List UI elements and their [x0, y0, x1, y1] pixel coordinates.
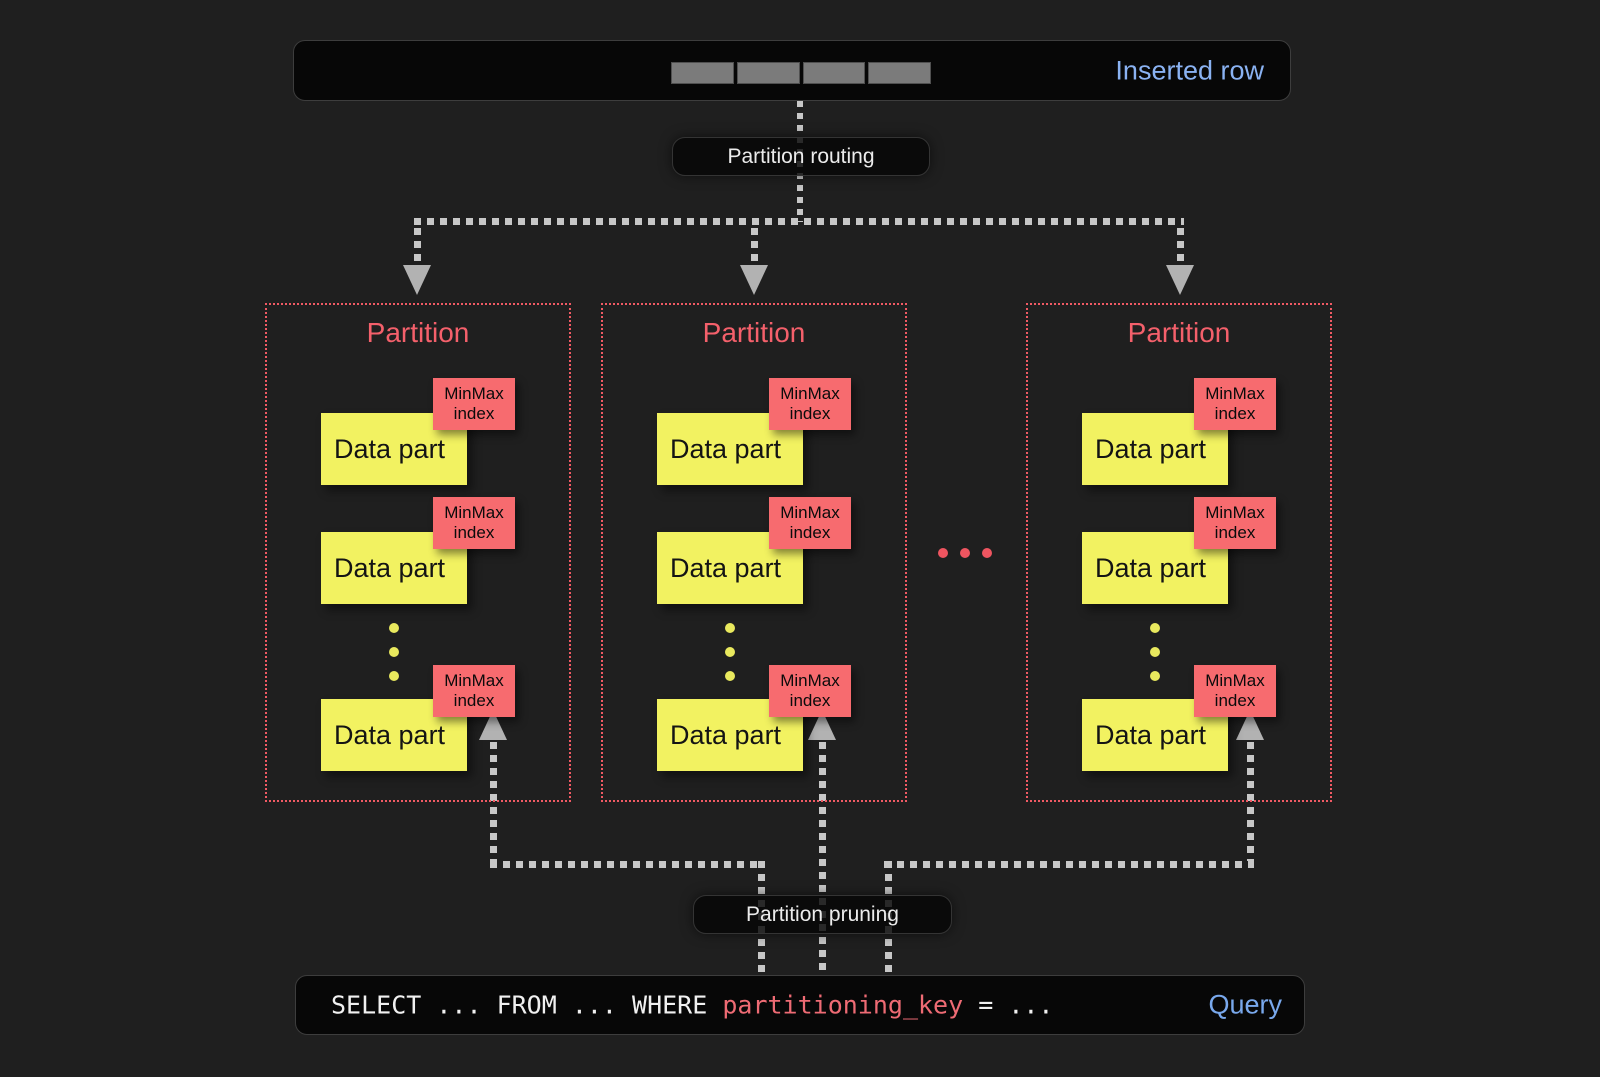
partition-title: Partition — [1127, 317, 1231, 348]
partition-routing-label: Partition routing — [672, 137, 930, 176]
minmax-index-tag: MinMax index — [1194, 378, 1276, 430]
minmax-index-tag: MinMax index — [433, 665, 515, 717]
pruning-line-center — [819, 742, 826, 972]
minmax-index-tag: MinMax index — [1194, 497, 1276, 549]
inserted-row-box: Inserted row — [293, 40, 1291, 101]
routing-drop-line-3 — [1177, 228, 1184, 266]
partition-box-2: Partition MinMax index Data part MinMax … — [601, 303, 907, 802]
query-box: SELECT ... FROM ... WHERE partitioning_k… — [295, 975, 1305, 1035]
routing-arrowhead-1 — [403, 265, 431, 295]
inserted-row-label: Inserted row — [1115, 55, 1264, 85]
more-parts-dots — [1150, 623, 1160, 681]
query-code: SELECT ... FROM ... WHERE partitioning_k… — [331, 991, 1053, 1020]
data-part-box: Data part — [321, 532, 467, 604]
data-part-box: Data part — [1082, 532, 1228, 604]
routing-drop-line-1 — [414, 228, 421, 266]
more-parts-dots — [389, 623, 399, 681]
query-code-after: = ... — [963, 990, 1054, 1020]
partition-box-1: Partition MinMax index Data part MinMax … — [265, 303, 571, 802]
more-partitions-ellipsis — [938, 548, 992, 558]
partition-title: Partition — [702, 317, 806, 348]
minmax-index-tag: MinMax index — [769, 665, 851, 717]
query-code-before: SELECT ... FROM ... WHERE — [331, 990, 723, 1020]
routing-arrowhead-2 — [740, 265, 768, 295]
minmax-index-tag: MinMax index — [769, 497, 851, 549]
minmax-index-tag: MinMax index — [433, 378, 515, 430]
partition-box-3: Partition MinMax index Data part MinMax … — [1026, 303, 1332, 802]
routing-drop-line-2 — [751, 228, 758, 266]
query-partitioning-key: partitioning_key — [722, 990, 964, 1020]
row-value-cell — [736, 62, 800, 84]
partition-pruning-label: Partition pruning — [693, 895, 952, 934]
minmax-index-tag: MinMax index — [769, 378, 851, 430]
minmax-index-tag: MinMax index — [433, 497, 515, 549]
pruning-line-left-horizontal — [490, 861, 765, 868]
row-value-cell — [868, 62, 931, 84]
row-value-cell — [802, 62, 866, 84]
routing-branch-line — [414, 218, 1184, 225]
routing-arrowhead-3 — [1166, 265, 1194, 295]
more-parts-dots — [725, 623, 735, 681]
partition-title: Partition — [366, 317, 470, 348]
inserted-row-bar — [671, 62, 931, 84]
row-value-cell — [671, 62, 734, 84]
pruning-line-right-horizontal — [884, 861, 1254, 868]
query-label: Query — [1208, 989, 1282, 1020]
minmax-index-tag: MinMax index — [1194, 665, 1276, 717]
